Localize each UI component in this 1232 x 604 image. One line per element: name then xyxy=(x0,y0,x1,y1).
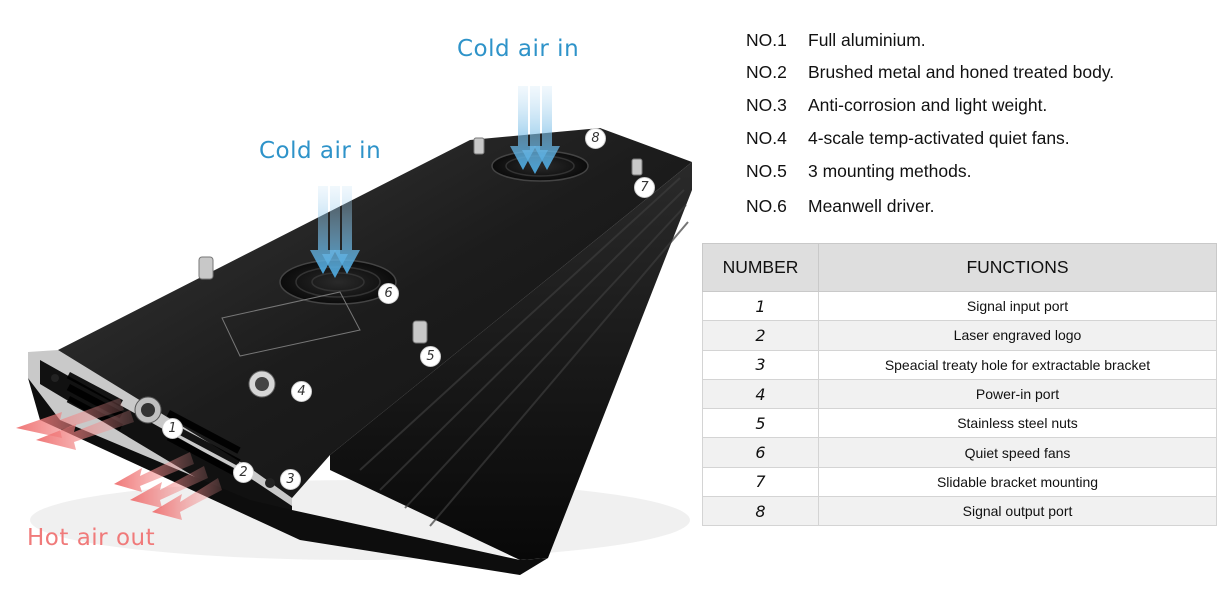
table-row: 5 Stainless steel nuts xyxy=(702,408,1217,439)
cold-air-label-left: Cold air in xyxy=(259,138,382,164)
fan-left xyxy=(279,259,397,305)
label-plate xyxy=(221,291,361,357)
callout-2: 2 xyxy=(233,462,254,483)
feature-number: NO.6 xyxy=(746,196,787,216)
row-number: 4 xyxy=(702,378,819,410)
row-number: 5 xyxy=(702,408,819,439)
feature-text: Full aluminium. xyxy=(808,30,926,50)
row-function: Laser engraved logo xyxy=(818,320,1217,351)
hot-air-arrows xyxy=(16,398,222,520)
bottom-body xyxy=(28,378,548,575)
product-illustration: Cold air in Cold air in Hot air out 1 2 … xyxy=(16,36,692,575)
functions-table: NUMBER FUNCTIONS 1 Signal input port 2 L… xyxy=(702,243,1217,527)
feature-text: Meanwell driver. xyxy=(808,196,935,216)
callout-3: 3 xyxy=(280,469,301,490)
row-function: Signal input port xyxy=(818,290,1217,322)
header-functions: FUNCTIONS xyxy=(818,243,1217,292)
row-number: 1 xyxy=(702,290,819,322)
row-function: Quiet speed fans xyxy=(818,437,1217,468)
callout-7: 7 xyxy=(634,177,655,198)
row-number: 2 xyxy=(702,320,819,351)
feature-number: NO.3 xyxy=(746,95,787,115)
callout-6: 6 xyxy=(378,283,399,304)
table-header-row: NUMBER FUNCTIONS xyxy=(702,243,1217,292)
front-face xyxy=(40,360,292,520)
feature-text: 4-scale temp-activated quiet fans. xyxy=(808,128,1070,148)
cold-air-arrows-left xyxy=(310,186,360,278)
table-row: 7 Slidable bracket mounting xyxy=(702,466,1217,498)
table-row: 4 Power-in port xyxy=(702,378,1217,410)
feature-number: NO.2 xyxy=(746,62,787,82)
feature-number: NO.5 xyxy=(746,161,787,181)
top-panel xyxy=(58,128,692,498)
callout-4: 4 xyxy=(291,381,312,402)
row-function: Speacial treaty hole for extractable bra… xyxy=(818,349,1217,380)
row-number: 6 xyxy=(702,437,819,468)
row-function: Slidable bracket mounting xyxy=(818,466,1217,498)
feature-text: Brushed metal and honed treated body. xyxy=(808,62,1115,82)
cold-air-arrows-right xyxy=(510,86,560,174)
row-function: Power-in port xyxy=(818,378,1217,410)
callout-8: 8 xyxy=(585,128,606,149)
table-row: 8 Signal output port xyxy=(702,496,1217,527)
cold-air-label-right: Cold air in xyxy=(457,36,580,62)
feature-number: NO.4 xyxy=(746,128,787,148)
table-row: 2 Laser engraved logo xyxy=(702,320,1217,351)
row-function: Signal output port xyxy=(818,496,1217,527)
feature-text: 3 mounting methods. xyxy=(808,161,972,181)
callout-1: 1 xyxy=(162,418,183,439)
hot-air-label: Hot air out xyxy=(27,525,156,551)
feature-text: Anti-corrosion and light weight. xyxy=(808,95,1048,115)
callout-5: 5 xyxy=(420,346,441,367)
row-function: Stainless steel nuts xyxy=(818,408,1217,439)
table-row: 3 Speacial treaty hole for extractable b… xyxy=(702,349,1217,380)
table-row: 6 Quiet speed fans xyxy=(702,437,1217,468)
table-row: 1 Signal input port xyxy=(702,290,1217,322)
row-number: 7 xyxy=(702,466,819,498)
led-light-housing xyxy=(16,86,692,575)
feature-number: NO.1 xyxy=(746,30,787,50)
header-number: NUMBER xyxy=(702,243,819,292)
row-number: 8 xyxy=(702,496,819,527)
row-number: 3 xyxy=(702,349,819,380)
